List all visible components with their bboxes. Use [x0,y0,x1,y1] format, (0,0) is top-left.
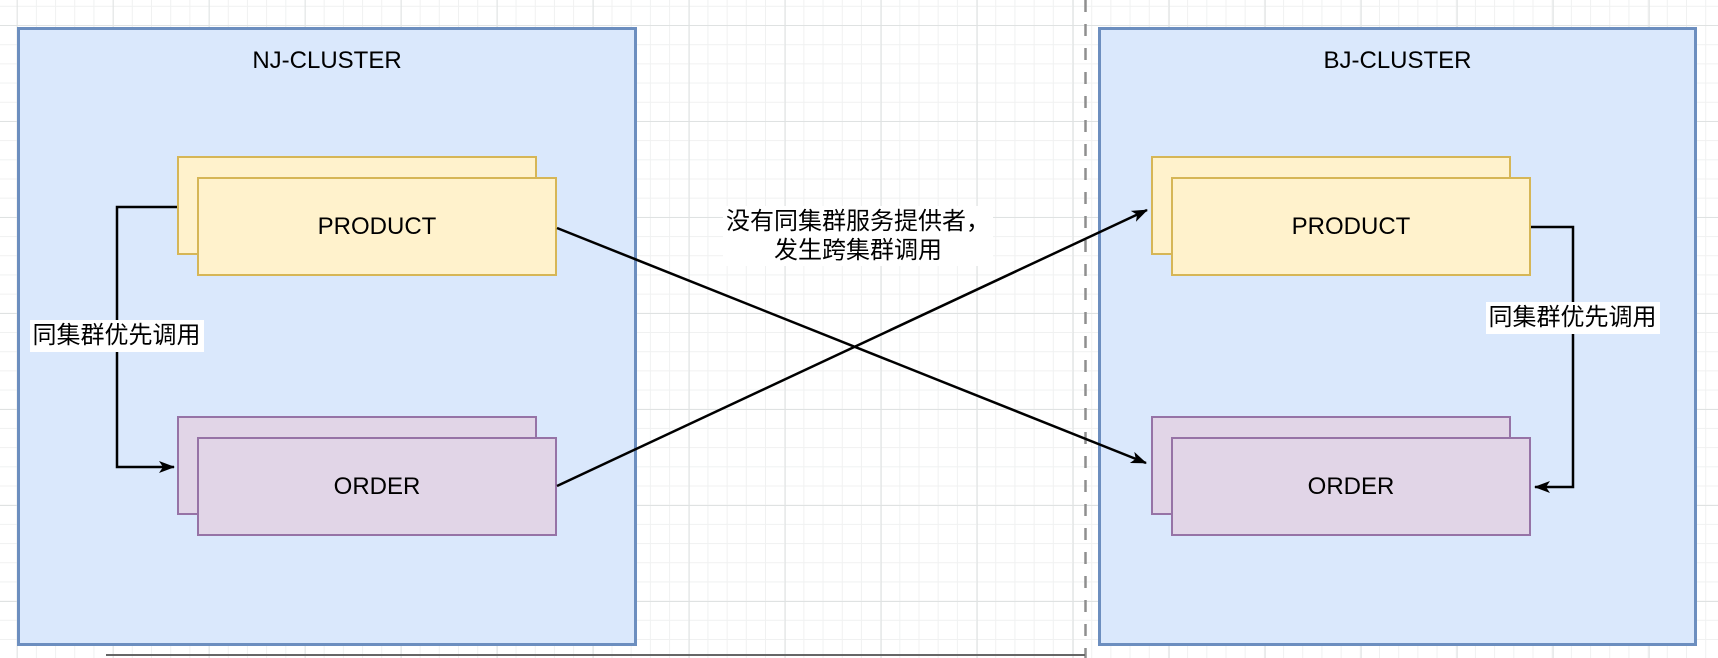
edge-nj-order-to-bj-product[interactable] [556,208,1148,488]
edge-label-nj-same-cluster[interactable]: 同集群优先调用 [29,320,204,352]
cluster-bj[interactable] [1098,27,1697,646]
node-bj-product-label: PRODUCT [1291,212,1411,240]
cluster-bj-title: BJ-CLUSTER [1323,47,1472,74]
node-nj-product[interactable]: PRODUCT [197,177,557,276]
node-bj-product[interactable]: PRODUCT [1171,177,1531,276]
node-nj-order[interactable]: ORDER [197,437,557,536]
edge-label-bj-same-cluster[interactable]: 同集群优先调用 [1485,302,1660,334]
edge-bj-product-to-bj-order[interactable] [1531,225,1575,493]
node-nj-order-label: ORDER [333,472,421,500]
edge-nj-product-to-bj-order[interactable] [556,226,1147,465]
node-nj-product-label: PRODUCT [317,212,437,240]
node-bj-order[interactable]: ORDER [1171,437,1531,536]
cross-cluster-note-line1: 没有同集群服务提供者， [726,208,990,235]
cross-cluster-note-line2: 发生跨集群调用 [774,237,942,264]
cross-cluster-note[interactable]: 没有同集群服务提供者， 发生跨集群调用 [723,206,993,266]
cluster-nj-title: NJ-CLUSTER [252,47,402,74]
node-bj-order-label: ORDER [1307,472,1395,500]
